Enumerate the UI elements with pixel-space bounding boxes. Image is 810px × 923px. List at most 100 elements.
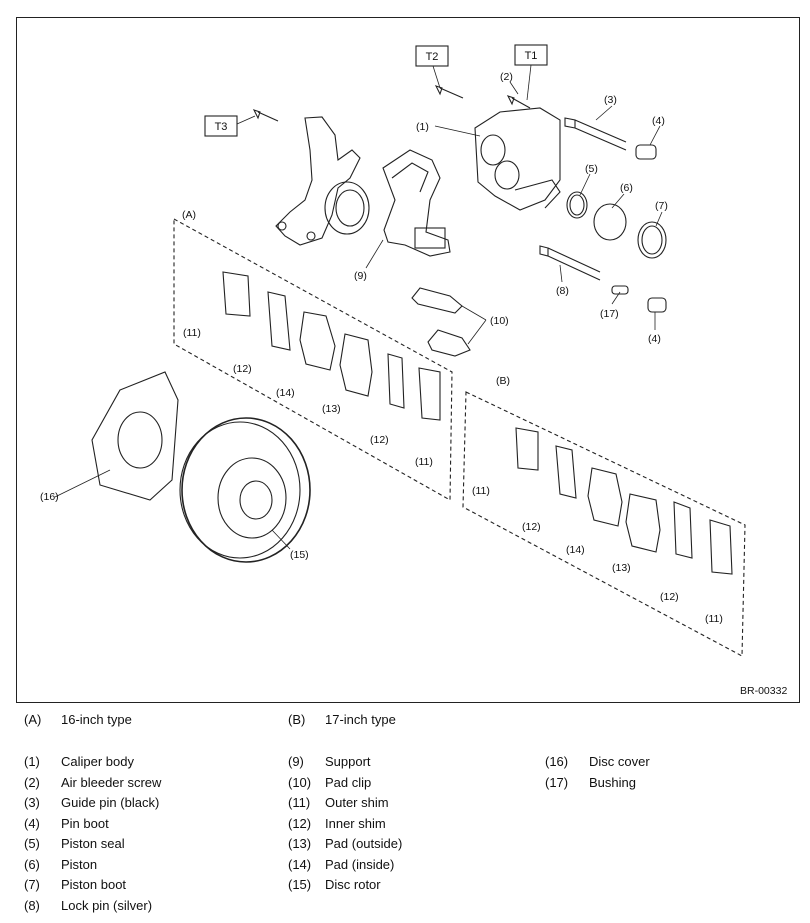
group-a-pads	[222, 271, 441, 421]
caliper-body	[474, 107, 561, 211]
group-a-outline	[173, 218, 453, 501]
legend-code: (17)	[545, 774, 569, 790]
legend-type-a: (A) 16-inch type	[24, 710, 132, 731]
legend-label: Disc rotor	[325, 877, 381, 892]
legend-item: (2) Air bleeder screw	[24, 773, 161, 794]
legend-item: (16)Disc cover	[545, 752, 650, 773]
legend-item: (6) Piston	[24, 855, 161, 876]
callout-11-a2: (11)	[415, 456, 433, 468]
legend-label: Pad clip	[325, 774, 372, 790]
legend-item: (3)Guide pin (black)	[24, 793, 161, 814]
disc-cover	[91, 371, 179, 501]
legend-item: (8) Lock pin (silver)	[24, 896, 161, 917]
steering-knuckle	[275, 116, 370, 246]
legend-item: (7) Piston boot	[24, 875, 161, 896]
callout-11-b2: (11)	[705, 613, 723, 625]
legend-column-1: (1) Caliper body (2) Air bleeder screw (3)…	[24, 752, 161, 916]
group-label-a: (A)	[182, 209, 196, 221]
torque-box-t3: T3	[204, 115, 256, 137]
legend-label: Bushing	[589, 774, 636, 790]
legend-label: Outer shim	[325, 795, 389, 810]
legend-label: Pad (outside)	[325, 836, 403, 851]
legend-code: (14)	[288, 856, 312, 872]
legend-code: (6)	[24, 856, 40, 872]
caliper-support	[382, 149, 451, 257]
hardware-parts	[252, 85, 667, 313]
legend-label: Pin boot	[61, 815, 109, 831]
legend-code: (1)	[24, 754, 40, 769]
group-b-pads	[515, 427, 733, 575]
diagram-frame	[16, 17, 800, 703]
callout-13-b: (13)	[612, 562, 631, 574]
legend-code: (12)	[288, 815, 312, 831]
disc-rotor	[179, 417, 311, 563]
torque-box-t2: T2	[415, 45, 449, 89]
callout-12-a1: (12)	[233, 363, 252, 375]
callout-9: (9)	[354, 270, 367, 282]
legend-code: (13)	[288, 836, 312, 851]
legend-item: (11) Outer shim	[288, 793, 402, 814]
legend-item: (14) Pad (inside)	[288, 855, 402, 876]
legend-code: (7)	[24, 877, 40, 892]
group-label-b: (B)	[496, 375, 510, 387]
callout-5: (5)	[585, 163, 598, 175]
legend-label: 16-inch type	[61, 712, 132, 727]
legend-label: Air bleeder screw	[61, 774, 162, 790]
legend-code: (8)	[24, 897, 40, 913]
callout-12-b1: (12)	[522, 521, 541, 533]
legend-column-2: (9) Support (10) Pad clip (11) Outer shim (…	[288, 752, 402, 896]
legend-item: (12) Inner shim	[288, 814, 402, 835]
callout-1: (1)	[416, 121, 429, 133]
callout-17: (17)	[600, 308, 619, 320]
legend-code: (16)	[545, 754, 569, 769]
legend-code: (11)	[288, 795, 311, 810]
legend-code: (10)	[288, 774, 312, 790]
legend-label: Inner shim	[325, 815, 386, 831]
figure-id-code: BR-00332	[740, 685, 787, 697]
legend-item: (13) Pad (outside)	[288, 834, 402, 855]
callout-11-b1: (11)	[472, 485, 490, 497]
legend-code: (B)	[288, 712, 306, 727]
callout-2: (2)	[500, 71, 513, 83]
torque-label-t1: T1	[525, 50, 538, 62]
legend-label: Piston	[61, 856, 98, 872]
legend-item: (4) Pin boot	[24, 814, 161, 835]
legend-code: (3)	[24, 795, 40, 810]
legend-label: Piston boot	[61, 877, 127, 892]
legend-label: Piston seal	[61, 836, 125, 851]
legend-code: (9)	[288, 754, 304, 769]
legend-code: (A)	[24, 712, 42, 727]
torque-label-t3: T3	[215, 121, 228, 133]
legend-type-b: (B) 17-inch type	[288, 710, 396, 731]
legend-item: (9) Support	[288, 752, 402, 773]
legend-code: (5)	[24, 836, 40, 851]
legend-code: (4)	[24, 815, 40, 831]
callout-15: (15)	[290, 549, 309, 561]
callout-11-a1: (11)	[183, 327, 201, 339]
callout-12-b2: (12)	[660, 591, 679, 603]
legend-item: (17) Bushing	[545, 773, 650, 794]
callout-6: (6)	[620, 182, 633, 194]
callout-8: (8)	[556, 285, 569, 297]
legend-item: (15) Disc rotor	[288, 875, 402, 896]
group-b-outline	[462, 391, 746, 657]
legend-label: Caliper body	[61, 754, 134, 769]
legend-code: (2)	[24, 774, 40, 790]
legend-label: 17-inch type	[325, 712, 396, 727]
torque-label-t2: T2	[426, 51, 439, 63]
legend-label: Support	[325, 754, 371, 769]
callout-10: (10)	[490, 315, 509, 327]
legend-code: (15)	[288, 877, 312, 892]
callout-12-a2: (12)	[370, 434, 389, 446]
leader-lines	[54, 81, 663, 550]
callout-3: (3)	[604, 94, 617, 106]
callout-7: (7)	[655, 200, 668, 212]
legend-item: (10) Pad clip	[288, 773, 402, 794]
torque-box-t1: T1	[514, 44, 548, 101]
legend-label: Lock pin (silver)	[61, 897, 153, 913]
pad-clips	[411, 287, 471, 357]
legend-column-3: (16)Disc cover (17) Bushing	[545, 752, 650, 793]
legend-label: Pad (inside)	[325, 856, 395, 872]
legend-item: (5) Piston seal	[24, 834, 161, 855]
legend-item: (1) Caliper body	[24, 752, 161, 773]
